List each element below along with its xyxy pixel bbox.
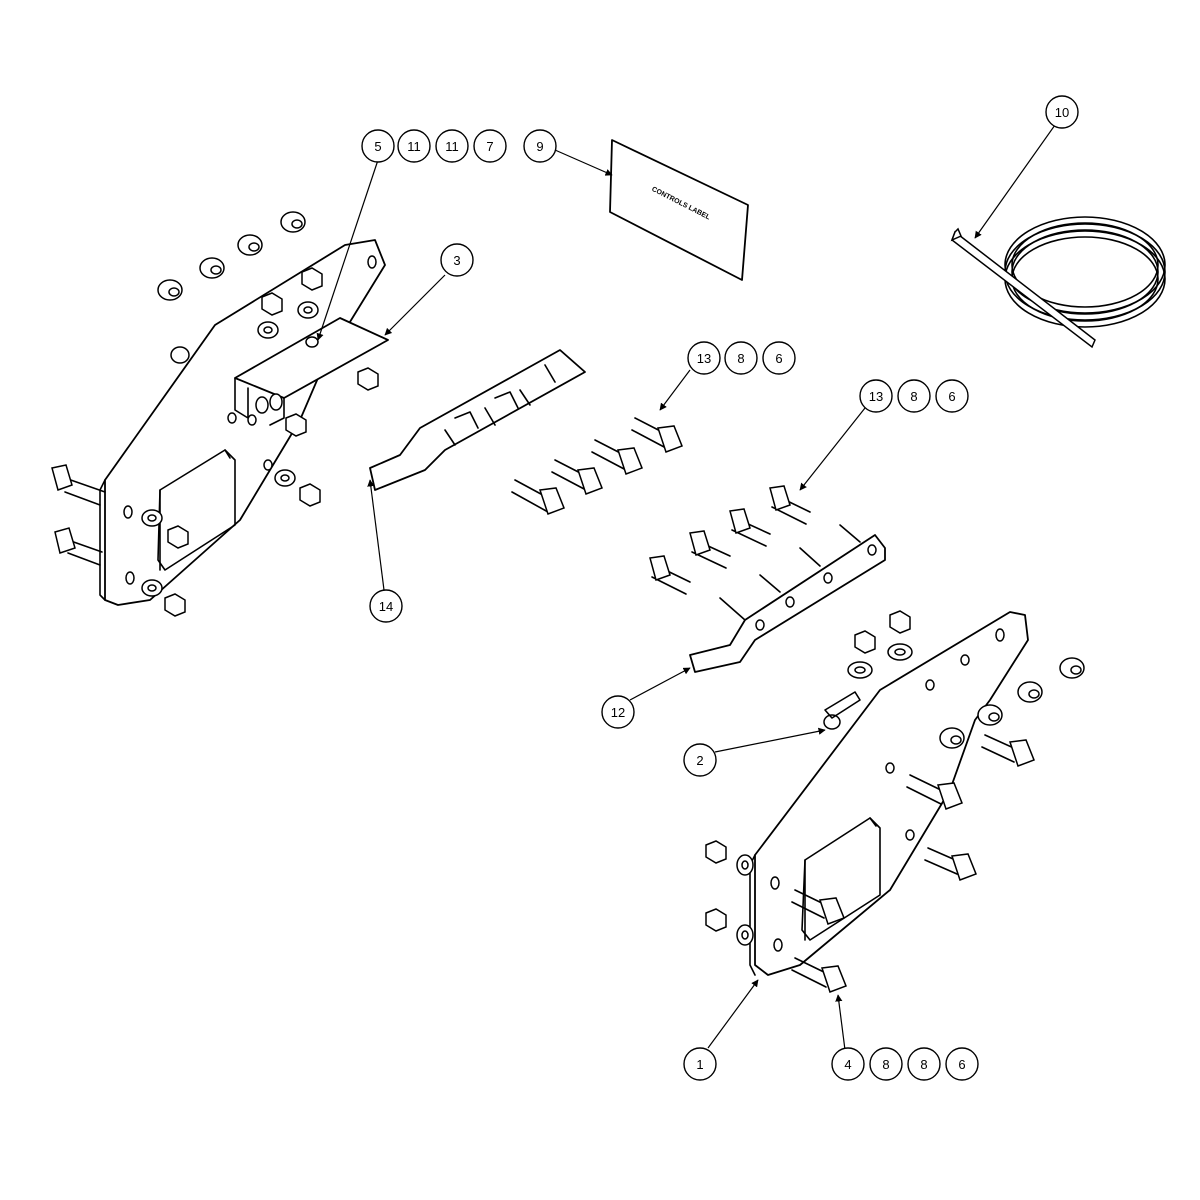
svg-text:6: 6 — [948, 389, 955, 404]
balloon-1: 1 — [683, 1047, 717, 1081]
svg-text:13: 13 — [697, 351, 711, 366]
balloon-8: 8 — [724, 341, 758, 375]
left-comb-bracket — [369, 349, 586, 491]
middle-loose-bolts — [511, 417, 811, 595]
coiled-tubing — [950, 216, 1166, 349]
right-hex-nuts — [705, 610, 911, 932]
svg-text:2: 2 — [696, 753, 703, 768]
right-comb-bracket — [689, 524, 886, 673]
left-mount-plate — [104, 239, 386, 606]
svg-text:8: 8 — [882, 1057, 889, 1072]
balloon-11: 11 — [397, 129, 431, 163]
balloon-3: 3 — [440, 243, 474, 277]
balloon-13: 13 — [687, 341, 721, 375]
svg-text:13: 13 — [869, 389, 883, 404]
balloon-2: 2 — [683, 743, 717, 777]
right-bolts — [791, 734, 1035, 993]
svg-text:5: 5 — [374, 139, 381, 154]
left-hex-nuts — [164, 267, 379, 617]
svg-text:10: 10 — [1055, 105, 1069, 120]
svg-text:8: 8 — [737, 351, 744, 366]
svg-text:12: 12 — [611, 705, 625, 720]
balloon-8: 8 — [907, 1047, 941, 1081]
svg-text:14: 14 — [379, 599, 393, 614]
balloon-9: 9 — [523, 129, 557, 163]
left-flange-nuts — [157, 211, 306, 364]
balloon-14: 14 — [369, 589, 403, 623]
svg-text:7: 7 — [486, 139, 493, 154]
balloon-6: 6 — [945, 1047, 979, 1081]
balloon-8: 8 — [869, 1047, 903, 1081]
svg-text:11: 11 — [445, 139, 459, 154]
svg-text:8: 8 — [910, 389, 917, 404]
svg-text:6: 6 — [775, 351, 782, 366]
svg-text:1: 1 — [696, 1057, 703, 1072]
svg-text:3: 3 — [453, 253, 460, 268]
balloon-10: 10 — [1045, 95, 1079, 129]
callout-balloons: 5 11 11 7 9 10 3 13 8 6 13 8 6 14 12 2 1… — [361, 95, 1079, 1081]
left-top-bracket — [234, 317, 389, 399]
balloon-8: 8 — [897, 379, 931, 413]
leader-lines — [316, 124, 1056, 1051]
balloon-12: 12 — [601, 695, 635, 729]
balloon-11: 11 — [435, 129, 469, 163]
right-mount-plate — [754, 611, 1029, 976]
svg-text:4: 4 — [844, 1057, 851, 1072]
svg-text:6: 6 — [958, 1057, 965, 1072]
svg-text:8: 8 — [920, 1057, 927, 1072]
right-plate-holes — [770, 628, 1005, 952]
balloon-13: 13 — [859, 379, 893, 413]
balloon-4: 4 — [831, 1047, 865, 1081]
left-washers — [141, 301, 319, 597]
balloon-5: 5 — [361, 129, 395, 163]
left-long-bolts — [51, 464, 106, 566]
left-plate-holes — [123, 255, 377, 585]
svg-text:9: 9 — [536, 139, 543, 154]
controls-label-card: CONTROLS LABEL — [609, 139, 749, 281]
left-bracket-assembly — [51, 211, 389, 617]
right-flange-nuts — [823, 657, 1085, 749]
balloon-6: 6 — [935, 379, 969, 413]
right-bracket-assembly — [705, 610, 1085, 993]
balloon-7: 7 — [473, 129, 507, 163]
balloon-6: 6 — [762, 341, 796, 375]
right-washers — [736, 643, 913, 946]
svg-text:11: 11 — [407, 139, 421, 154]
